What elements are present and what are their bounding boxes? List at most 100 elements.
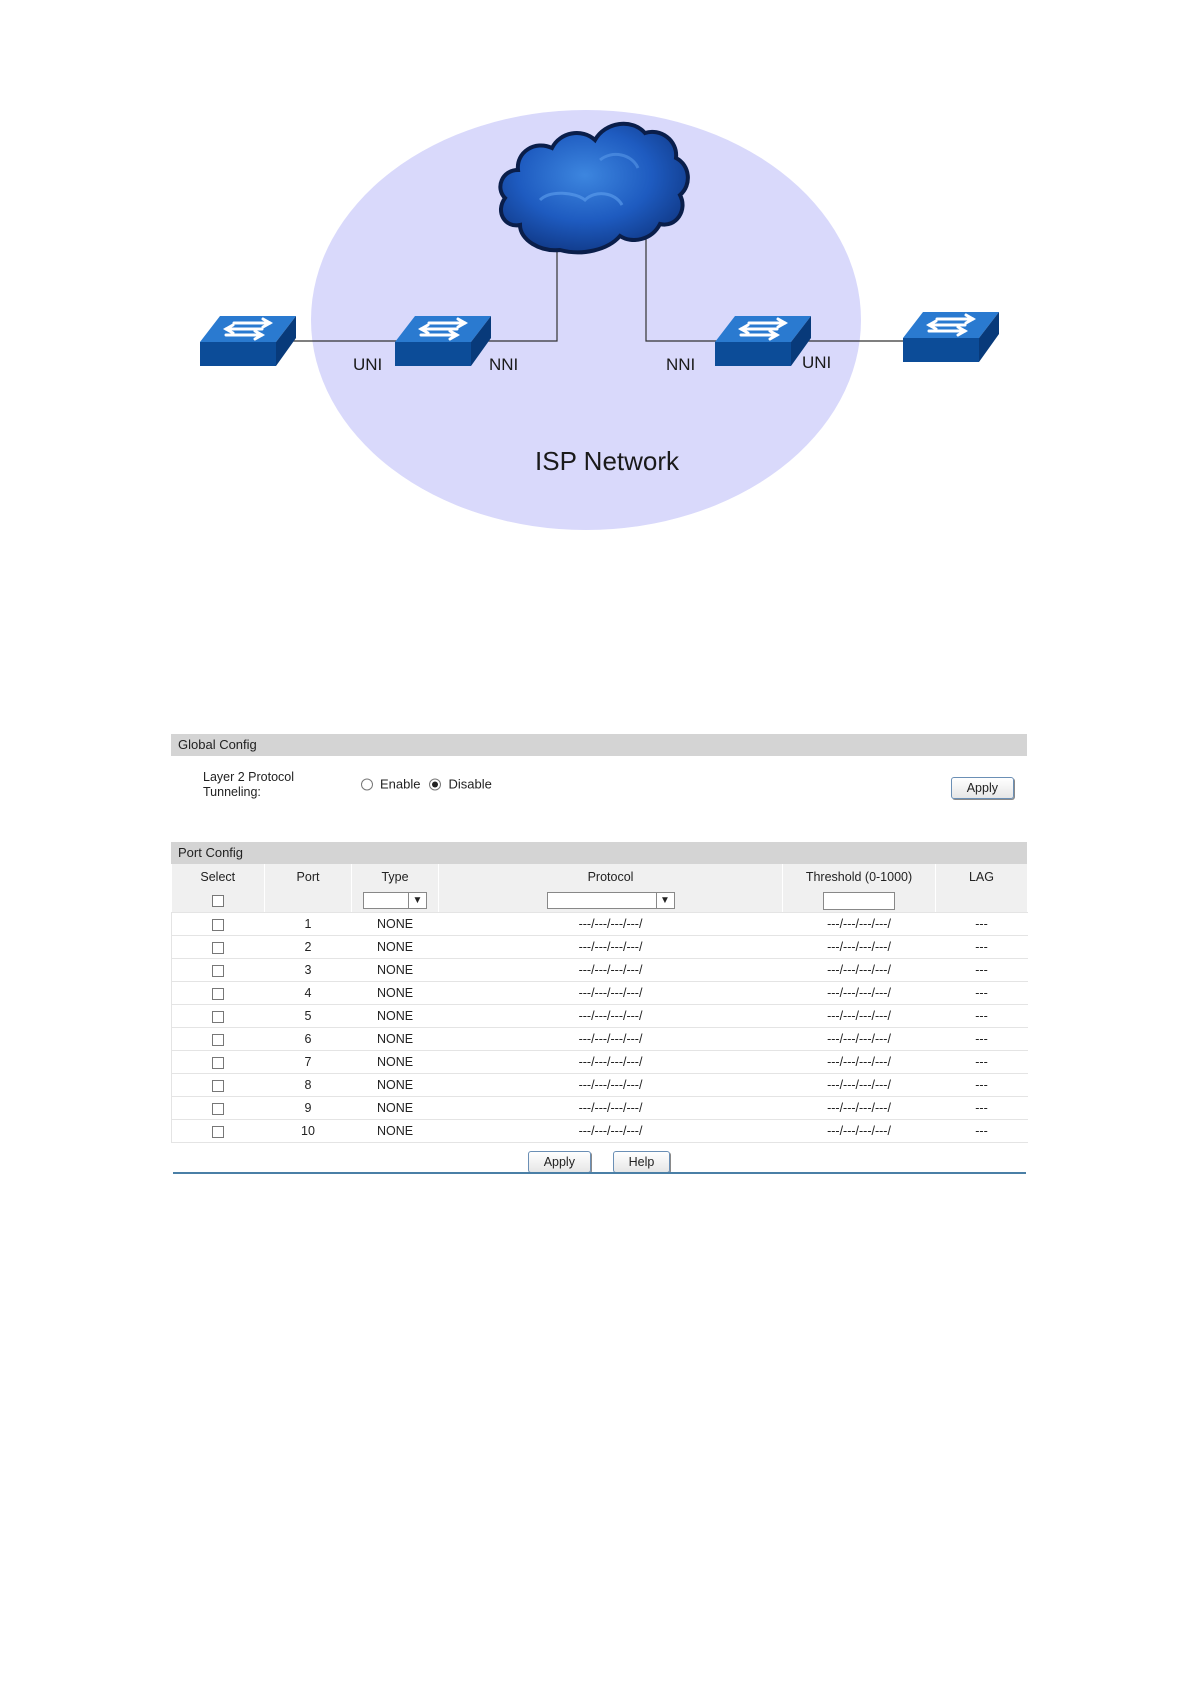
bottom-divider bbox=[173, 1172, 1026, 1174]
protocol-cell: ---/---/---/---/ bbox=[438, 1096, 783, 1120]
port-cell: 7 bbox=[264, 1050, 352, 1074]
row-select-checkbox[interactable] bbox=[212, 964, 225, 977]
threshold-cell: ---/---/---/---/ bbox=[782, 1119, 936, 1143]
help-button[interactable]: Help bbox=[612, 1151, 671, 1173]
col-header-type: Type bbox=[351, 864, 439, 889]
row-select-checkbox[interactable] bbox=[212, 1056, 225, 1069]
row-select-checkbox[interactable] bbox=[212, 1010, 225, 1023]
port-config-header: Port Config bbox=[171, 842, 1027, 864]
threshold-cell: ---/---/---/---/ bbox=[782, 981, 936, 1005]
type-cell: NONE bbox=[351, 1004, 439, 1028]
select-cell bbox=[171, 1119, 265, 1143]
global-config-header: Global Config bbox=[171, 734, 1027, 756]
chevron-down-icon: ▼ bbox=[655, 893, 674, 908]
select-cell bbox=[171, 1073, 265, 1097]
row-select-checkbox[interactable] bbox=[212, 1125, 225, 1138]
uni-right-label: UNI bbox=[802, 353, 831, 372]
disable-radio[interactable] bbox=[429, 778, 442, 790]
uni-left-label: UNI bbox=[353, 355, 382, 374]
threshold-cell: ---/---/---/---/ bbox=[782, 958, 936, 982]
threshold-cell: ---/---/---/---/ bbox=[782, 1050, 936, 1074]
protocol-cell: ---/---/---/---/ bbox=[438, 912, 783, 936]
type-filter-select[interactable]: ▼ bbox=[363, 892, 427, 909]
nni-right-label: NNI bbox=[666, 355, 695, 374]
threshold-filter-input[interactable] bbox=[823, 891, 895, 910]
row-select-checkbox[interactable] bbox=[212, 941, 225, 954]
select-all-checkbox[interactable] bbox=[211, 895, 224, 908]
port-cell: 10 bbox=[264, 1119, 352, 1143]
port-cell: 6 bbox=[264, 1027, 352, 1051]
protocol-filter-select[interactable]: ▼ bbox=[546, 892, 675, 909]
customer-switch-right-icon bbox=[901, 310, 1001, 364]
enable-radio[interactable] bbox=[361, 778, 373, 790]
table-header-row: Select Port Type Protocol Threshold (0-1… bbox=[171, 864, 1028, 889]
lag-cell: --- bbox=[935, 1119, 1028, 1143]
threshold-cell: ---/---/---/---/ bbox=[782, 1004, 936, 1028]
type-cell: NONE bbox=[351, 1119, 439, 1143]
col-header-threshold: Threshold (0-1000) bbox=[782, 864, 936, 889]
select-cell bbox=[171, 1027, 265, 1051]
lag-cell: --- bbox=[935, 1073, 1028, 1097]
type-cell: NONE bbox=[351, 912, 439, 936]
type-cell: NONE bbox=[351, 1027, 439, 1051]
internet-cloud-icon bbox=[498, 121, 690, 255]
protocol-cell: ---/---/---/---/ bbox=[438, 1050, 783, 1074]
col-header-lag: LAG bbox=[935, 864, 1028, 889]
select-cell bbox=[171, 912, 265, 936]
filter-row: ▼ ▼ bbox=[171, 889, 1028, 913]
type-cell: NONE bbox=[351, 1073, 439, 1097]
port-cell: 2 bbox=[264, 935, 352, 959]
bottom-button-bar: Apply Help bbox=[171, 1143, 1027, 1175]
select-cell bbox=[171, 981, 265, 1005]
select-cell bbox=[171, 1050, 265, 1074]
type-cell: NONE bbox=[351, 981, 439, 1005]
port-cell: 9 bbox=[264, 1096, 352, 1120]
protocol-cell: ---/---/---/---/ bbox=[438, 1119, 783, 1143]
global-config-row: Layer 2 Protocol Tunneling: Enable Disab… bbox=[171, 756, 1027, 814]
chevron-down-icon: ▼ bbox=[408, 893, 426, 908]
threshold-cell: ---/---/---/---/ bbox=[782, 1096, 936, 1120]
select-cell bbox=[171, 958, 265, 982]
select-cell bbox=[171, 1096, 265, 1120]
protocol-cell: ---/---/---/---/ bbox=[438, 981, 783, 1005]
threshold-cell: ---/---/---/---/ bbox=[782, 1027, 936, 1051]
port-cell: 3 bbox=[264, 958, 352, 982]
network-diagram: UNI NNI NNI UNI ISP Network bbox=[198, 110, 1001, 530]
row-select-checkbox[interactable] bbox=[212, 1033, 225, 1046]
lag-cell: --- bbox=[935, 1050, 1028, 1074]
protocol-cell: ---/---/---/---/ bbox=[438, 1027, 783, 1051]
network-links bbox=[290, 235, 905, 342]
lag-cell: --- bbox=[935, 935, 1028, 959]
row-select-checkbox[interactable] bbox=[212, 1102, 225, 1115]
col-header-select: Select bbox=[171, 864, 265, 889]
row-select-checkbox[interactable] bbox=[212, 918, 225, 931]
row-select-checkbox[interactable] bbox=[212, 987, 225, 1000]
lag-cell: --- bbox=[935, 981, 1028, 1005]
type-cell: NONE bbox=[351, 935, 439, 959]
port-cell: 8 bbox=[264, 1073, 352, 1097]
nni-left-label: NNI bbox=[489, 355, 518, 374]
protocol-cell: ---/---/---/---/ bbox=[438, 1004, 783, 1028]
lag-cell: --- bbox=[935, 1004, 1028, 1028]
lag-cell: --- bbox=[935, 958, 1028, 982]
col-header-protocol: Protocol bbox=[438, 864, 783, 889]
l2pt-config-panel: Global Config Layer 2 Protocol Tunneling… bbox=[171, 734, 1028, 1175]
customer-switch-left-icon bbox=[198, 314, 298, 368]
row-select-checkbox[interactable] bbox=[212, 1079, 225, 1092]
port-cell: 5 bbox=[264, 1004, 352, 1028]
type-cell: NONE bbox=[351, 1096, 439, 1120]
protocol-cell: ---/---/---/---/ bbox=[438, 935, 783, 959]
global-apply-button[interactable]: Apply bbox=[950, 777, 1014, 799]
l2pt-label: Layer 2 Protocol Tunneling: bbox=[203, 770, 295, 799]
port-cell: 1 bbox=[264, 912, 352, 936]
port-config-table: Select Port Type Protocol Threshold (0-1… bbox=[171, 864, 1028, 1143]
apply-button[interactable]: Apply bbox=[527, 1151, 591, 1173]
protocol-cell: ---/---/---/---/ bbox=[438, 1073, 783, 1097]
